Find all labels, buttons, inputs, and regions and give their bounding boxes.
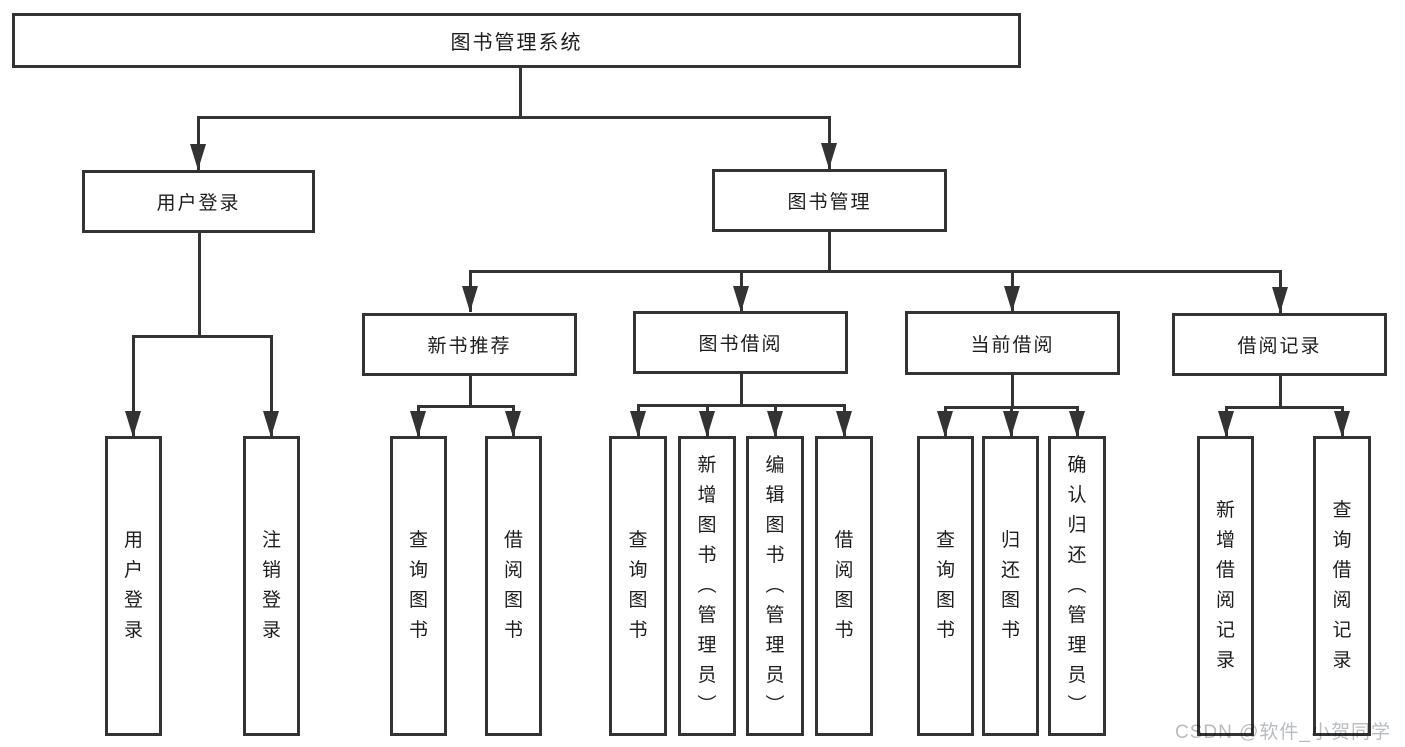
connector-line	[828, 116, 831, 169]
node-label: 新书推荐	[427, 336, 512, 357]
node-user-login: 用户登录	[82, 170, 315, 233]
arrowhead-icon	[1003, 411, 1019, 437]
arrowhead-icon	[836, 411, 852, 437]
node-leaf-logout: 注销登录	[243, 436, 300, 736]
connector-line	[198, 233, 201, 336]
node-leaf-records-query-record: 查询借阅记录	[1313, 436, 1371, 736]
node-borrow-records: 借阅记录	[1172, 313, 1387, 376]
node-leaf-user-login: 用户登录	[105, 436, 162, 736]
connector-line	[1279, 376, 1282, 407]
connector-line	[417, 405, 515, 408]
node-label: 新增图书︵管理员︶	[697, 455, 717, 716]
arrowhead-icon	[733, 286, 749, 312]
arrowhead-icon	[1334, 411, 1350, 437]
connector-line	[469, 270, 1282, 273]
connector-line	[469, 376, 472, 406]
node-library-management-system: 图书管理系统	[12, 13, 1021, 68]
node-label: 查询借阅记录	[1332, 500, 1352, 671]
connector-line	[132, 335, 135, 437]
node-leaf-current-confirm-return: 确认归还︵管理员︶	[1048, 436, 1106, 736]
arrowhead-icon	[125, 411, 141, 437]
arrowhead-icon	[505, 411, 521, 437]
node-label: 借阅图书	[834, 530, 854, 641]
node-leaf-borrow-borrow-books: 借阅图书	[815, 436, 873, 736]
node-label: 借阅记录	[1237, 336, 1322, 357]
csdn-watermark: CSDN @软件_小贺同学	[1175, 722, 1391, 743]
connector-line	[270, 335, 273, 437]
arrowhead-icon	[937, 411, 953, 437]
connector-line	[519, 68, 522, 117]
arrowhead-icon	[462, 286, 478, 312]
node-label: 查询图书	[628, 530, 648, 641]
node-leaf-recommend-borrow-books: 借阅图书	[485, 436, 542, 736]
connector-line	[197, 116, 831, 119]
node-label: 用户登录	[123, 530, 143, 641]
arrowhead-icon	[699, 411, 715, 437]
arrowhead-icon	[1272, 287, 1288, 313]
connector-line	[828, 232, 831, 271]
node-book-borrow: 图书借阅	[633, 311, 848, 374]
connector-line	[740, 374, 743, 405]
node-label: 图书借阅	[698, 334, 783, 355]
connector-line	[1011, 375, 1014, 407]
node-label: 图书管理系统	[450, 32, 583, 54]
arrowhead-icon	[1218, 411, 1234, 437]
node-label: 借阅图书	[503, 530, 523, 641]
connector-line	[1225, 406, 1344, 409]
arrowhead-icon	[190, 144, 206, 170]
arrowhead-icon	[821, 143, 837, 169]
connector-line	[197, 116, 200, 170]
node-leaf-current-query-books: 查询图书	[917, 436, 974, 736]
arrowhead-icon	[767, 411, 783, 437]
node-leaf-borrow-edit-books: 编辑图书︵管理员︶	[746, 436, 804, 736]
node-leaf-borrow-add-books: 新增图书︵管理员︶	[678, 436, 736, 736]
arrowhead-icon	[1004, 286, 1020, 312]
node-label: 图书管理	[787, 192, 872, 213]
node-current-borrow: 当前借阅	[905, 311, 1120, 375]
connector-line	[637, 404, 846, 407]
connector-line	[132, 335, 273, 338]
arrowhead-icon	[630, 411, 646, 437]
node-leaf-borrow-query-books: 查询图书	[609, 436, 667, 736]
node-label: 当前借阅	[970, 334, 1055, 356]
node-book-management: 图书管理	[712, 169, 947, 232]
node-label: 查询图书	[935, 530, 955, 641]
node-leaf-records-add-record: 新增借阅记录	[1197, 436, 1254, 736]
node-new-book-recommend: 新书推荐	[362, 313, 577, 376]
node-label: 用户登录	[156, 193, 241, 214]
arrowhead-icon	[1069, 411, 1085, 437]
node-label: 归还图书	[1000, 530, 1020, 641]
arrowhead-icon	[263, 411, 279, 437]
node-label: 确认归还︵管理员︶	[1067, 455, 1087, 716]
node-leaf-current-return-books: 归还图书	[982, 436, 1039, 736]
node-label: 查询图书	[408, 530, 428, 641]
node-label: 注销登录	[261, 530, 281, 641]
arrowhead-icon	[410, 411, 426, 437]
node-leaf-recommend-query-books: 查询图书	[390, 436, 447, 736]
node-label: 新增借阅记录	[1215, 500, 1235, 671]
node-label: 编辑图书︵管理员︶	[765, 455, 785, 716]
